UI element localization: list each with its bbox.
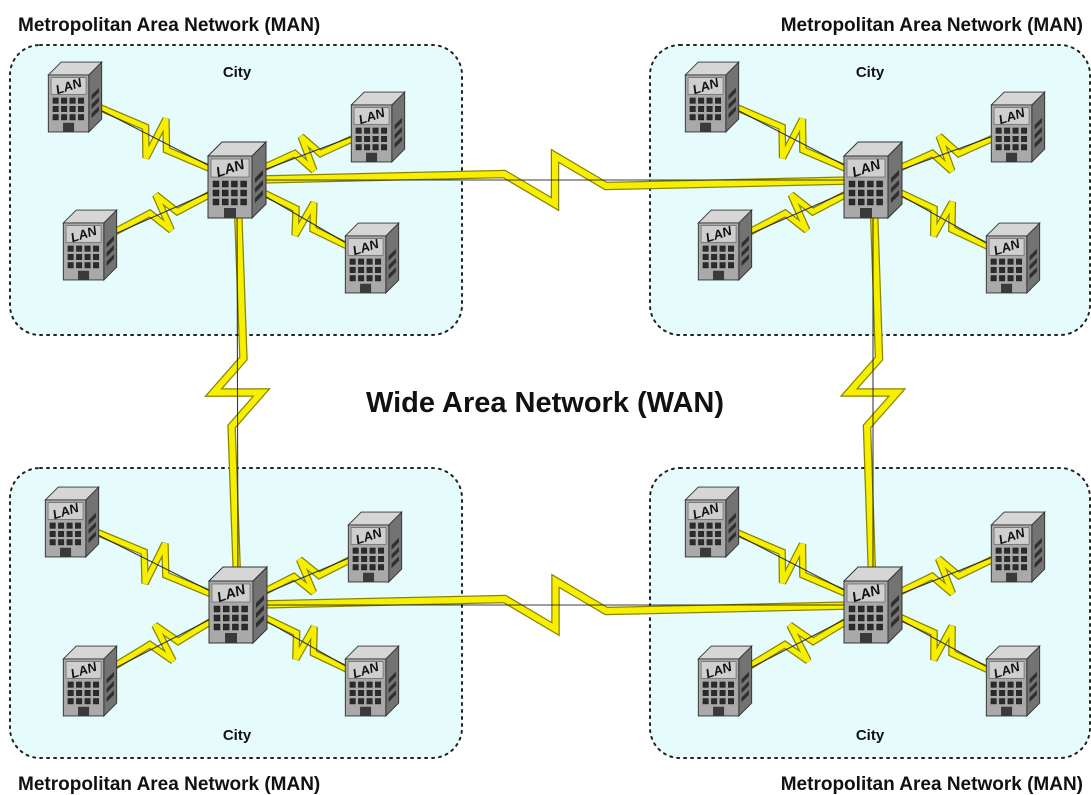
- city-label: City: [223, 64, 252, 81]
- lan-building: LAN: [990, 510, 1046, 584]
- lan-building: LAN: [350, 90, 406, 164]
- city-label: City: [223, 727, 252, 744]
- lan-building: LAN: [44, 485, 100, 559]
- lan-building: LAN: [985, 221, 1041, 295]
- network-links: [68, 93, 1022, 685]
- region-labels: Metropolitan Area Network (MAN)CityMetro…: [18, 15, 1083, 795]
- lan-hub-building: LAN: [207, 565, 269, 645]
- lan-building: LAN: [697, 208, 753, 282]
- man-label: Metropolitan Area Network (MAN): [781, 774, 1083, 795]
- man-label: Metropolitan Area Network (MAN): [18, 774, 320, 795]
- lan-building: LAN: [62, 208, 118, 282]
- lan-buildings: LAN LAN LAN LAN LAN LAN LAN LAN LAN LAN LAN LAN LAN L…: [44, 60, 1046, 718]
- man-label: Metropolitan Area Network (MAN): [781, 15, 1083, 36]
- city-label: City: [856, 727, 885, 744]
- lan-building: LAN: [697, 644, 753, 718]
- city-label: City: [856, 64, 885, 81]
- lan-building: LAN: [347, 510, 403, 584]
- lan-building: LAN: [62, 644, 118, 718]
- lan-hub-building: LAN: [842, 565, 904, 645]
- man-label: Metropolitan Area Network (MAN): [18, 15, 320, 36]
- lan-building: LAN: [684, 485, 740, 559]
- lan-building: LAN: [344, 644, 400, 718]
- lan-hub-building: LAN: [842, 140, 904, 220]
- lan-hub-building: LAN: [206, 140, 268, 220]
- lan-building: LAN: [990, 90, 1046, 164]
- lan-building: LAN: [684, 60, 740, 134]
- wan-title: Wide Area Network (WAN): [366, 387, 724, 419]
- lan-building: LAN: [344, 221, 400, 295]
- lan-building: LAN: [47, 60, 103, 134]
- lan-building: LAN: [985, 644, 1041, 718]
